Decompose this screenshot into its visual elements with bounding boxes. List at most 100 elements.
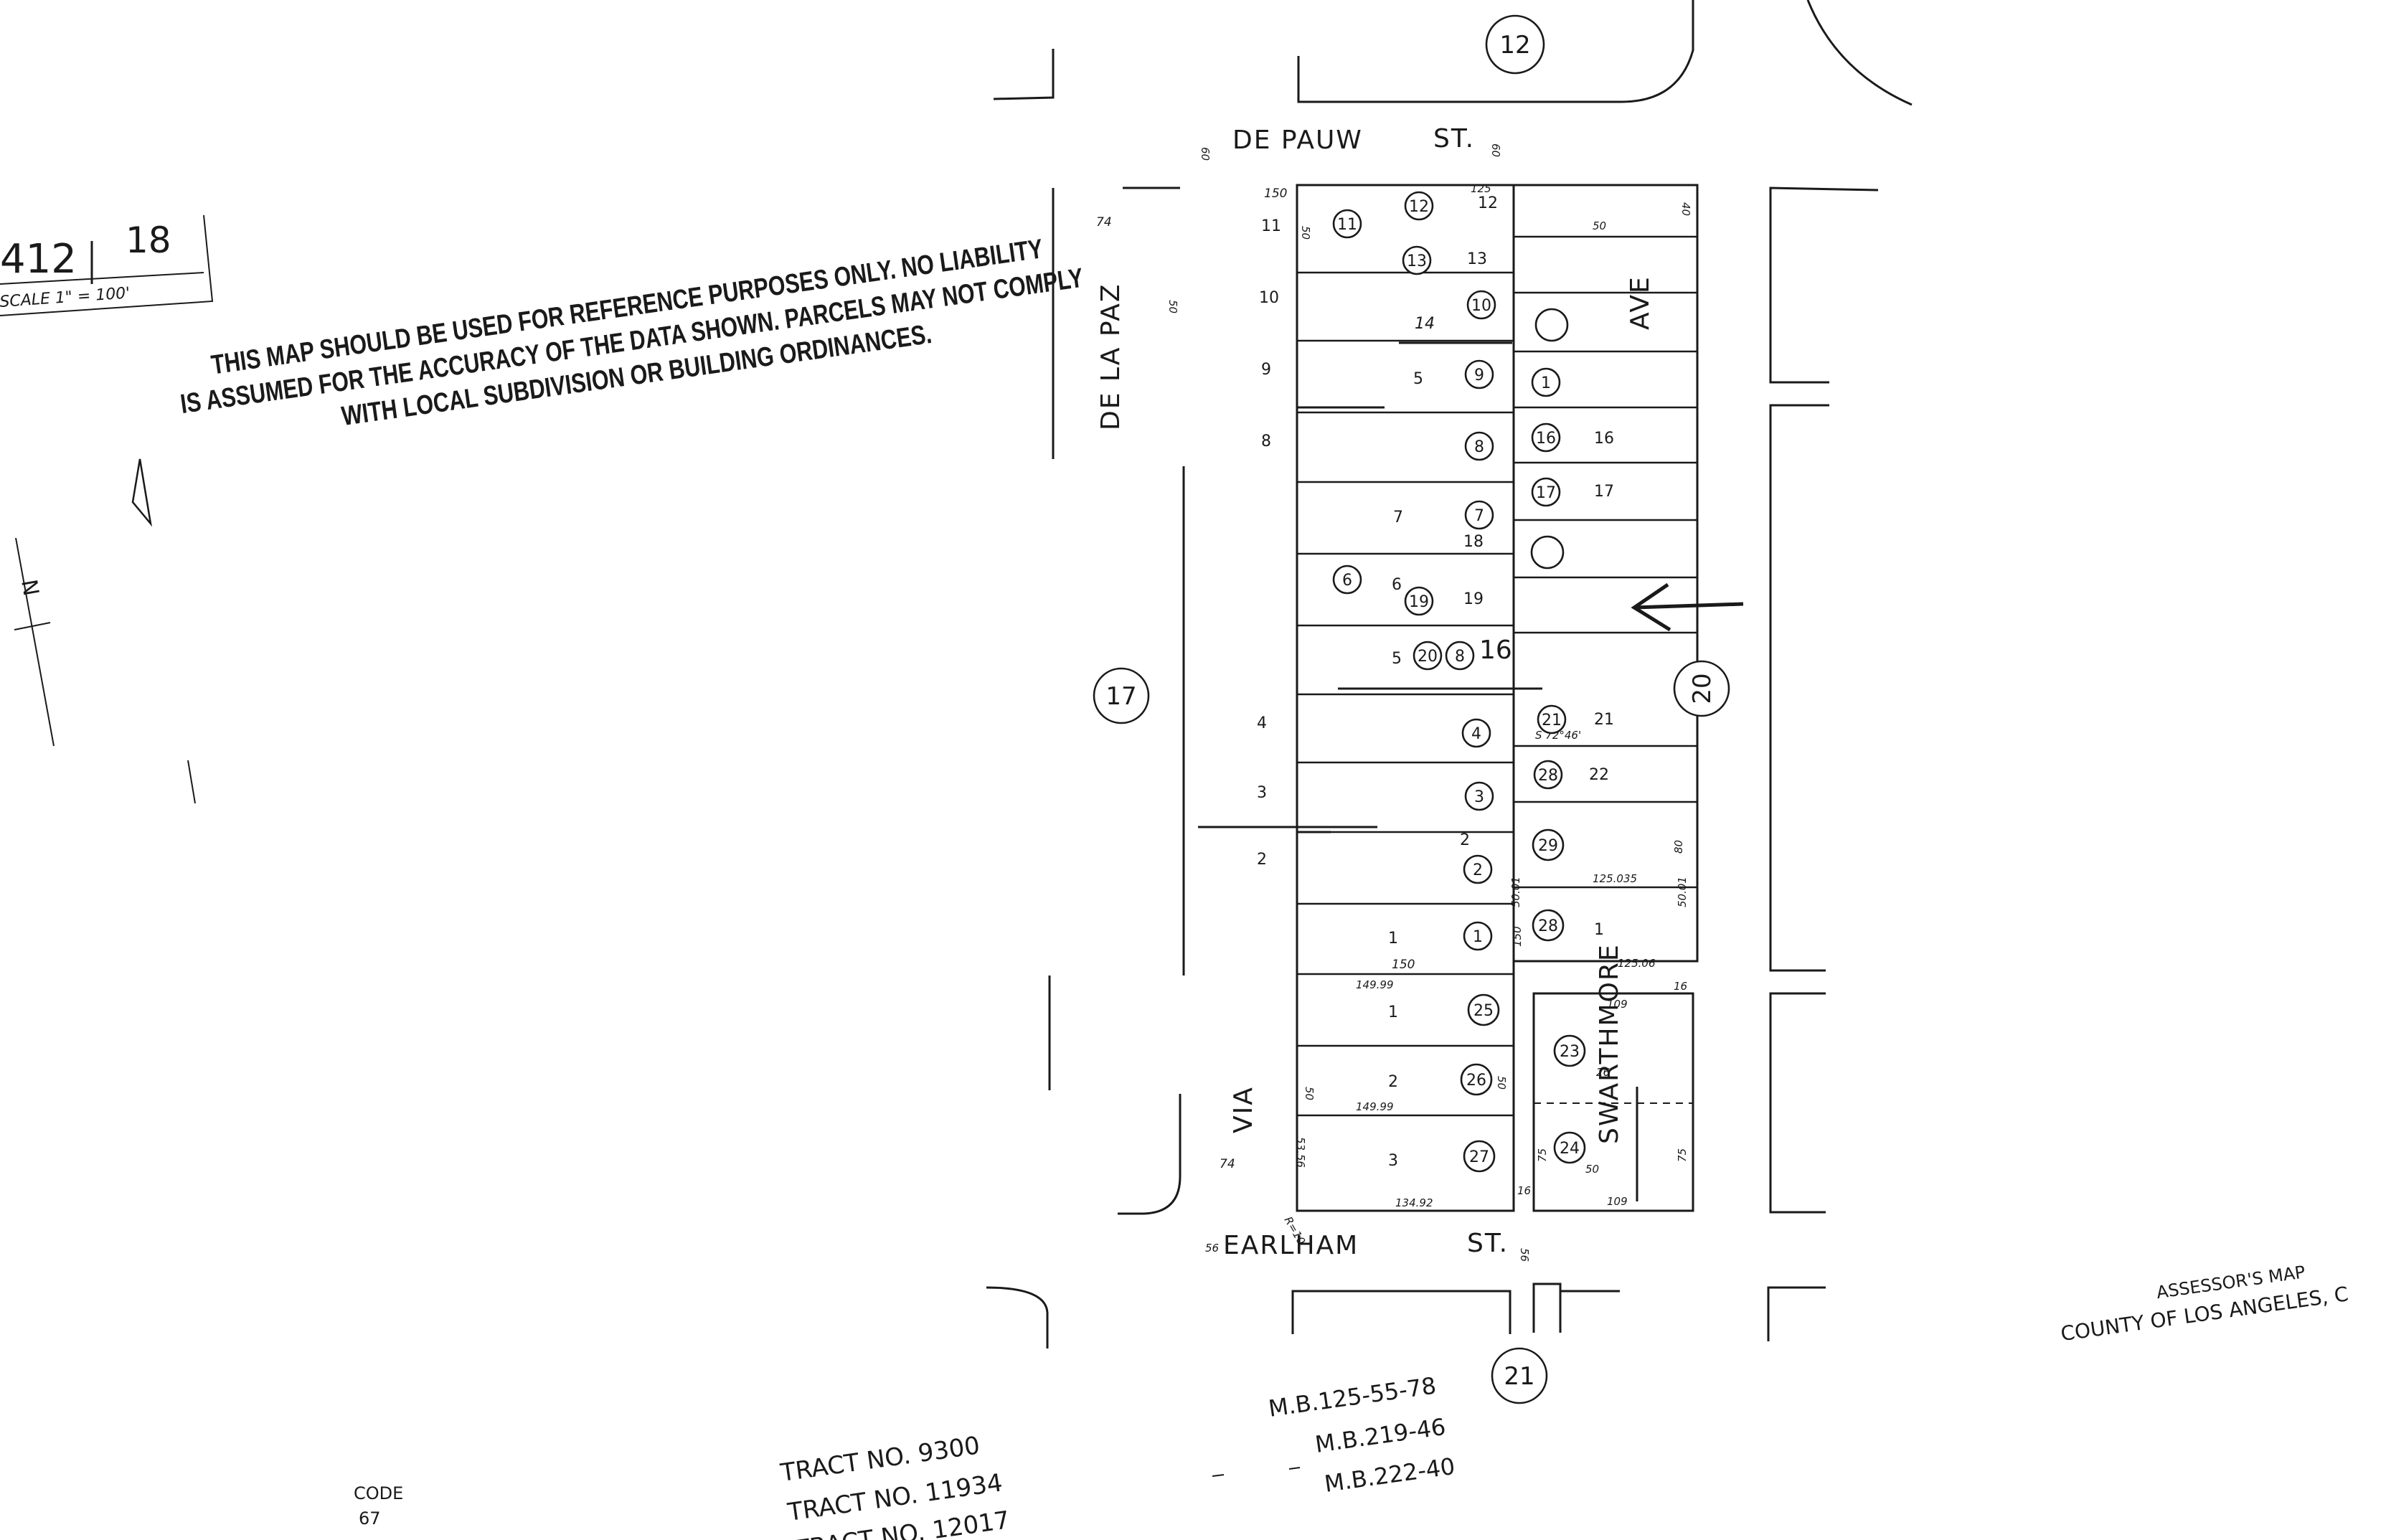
lot-label: 21 <box>1594 711 1614 729</box>
lot-label: 10 <box>1259 289 1279 307</box>
dim-label: 26 <box>1596 1066 1610 1079</box>
earlham-south-edge-a <box>1291 1290 1512 1334</box>
dim-label: 50 <box>1303 1087 1316 1100</box>
page-ref-west: 17 <box>1093 667 1150 724</box>
dim-label: 149.99 <box>1356 1100 1394 1113</box>
map-book-ref-3: M.B.222-40 <box>1323 1452 1457 1498</box>
west-lot-numbers: 11 10 9 8 4 3 2 150 74 50 <box>1096 186 1287 869</box>
dim-label: 74 <box>1220 1157 1235 1171</box>
street-de-la-paz: DE LA PAZ <box>1096 283 1126 430</box>
svg-text:9: 9 <box>1474 367 1484 384</box>
svg-text:7: 7 <box>1474 507 1484 525</box>
parcel-marker: 2 <box>1463 854 1493 884</box>
lot-label: 2 <box>1460 831 1470 849</box>
dim-label: 75 <box>1676 1148 1689 1162</box>
lot-label: 8 <box>1261 433 1271 450</box>
svg-text:17: 17 <box>1105 682 1136 711</box>
swarthmore-east-edge-top <box>1769 186 1879 384</box>
lot-label: 3 <box>1388 1152 1398 1170</box>
svg-text:17: 17 <box>1536 484 1556 502</box>
parcel-marker: 13 <box>1402 245 1432 275</box>
dim-label: 50 <box>1593 219 1606 232</box>
bottom-tick <box>1288 1467 1301 1470</box>
lot-label: 19 <box>1463 590 1484 608</box>
parcel-marker: 16 <box>1531 422 1561 453</box>
lot-label: 5 <box>1413 370 1423 388</box>
lot-label: 13 <box>1467 250 1487 268</box>
dim-label: 109 <box>1607 998 1628 1011</box>
map-page-sub: 18 <box>126 219 171 261</box>
map-page-number: 412 <box>0 236 77 283</box>
block-a: 12 13 14 5 7 18 6 19 5 16 2 1 1 2 3 <box>1296 184 1515 1212</box>
street-labels: DE PAUW ST. 60 60 EARLHAM ST. 56 56 DE L… <box>1096 124 1655 1262</box>
parcel-marker: 3 <box>1464 781 1494 811</box>
svg-text:19: 19 <box>1409 593 1429 611</box>
dim-label: 16 <box>1517 1184 1531 1197</box>
north-arrow-head <box>131 458 152 527</box>
map-book-ref-1: M.B.125-55-78 <box>1267 1372 1438 1422</box>
lot-label: 9 <box>1261 361 1271 379</box>
svg-text:28: 28 <box>1538 917 1558 935</box>
svg-text:11: 11 <box>1337 216 1357 234</box>
dim-label: 125.06 <box>1618 957 1656 970</box>
block-b: 16 17 21 22 1 <box>1512 184 1699 963</box>
lot-label: 1 <box>1594 921 1604 939</box>
dim-label: 134.92 <box>1395 1196 1433 1209</box>
dim-label: 16 <box>1674 980 1687 993</box>
svg-text:20: 20 <box>1418 648 1438 666</box>
svg-text:29: 29 <box>1538 837 1558 855</box>
parcel-marker: 17 <box>1531 477 1561 507</box>
lot-label: 14 <box>1415 315 1435 333</box>
header-rule <box>0 272 204 285</box>
svg-text:27: 27 <box>1469 1148 1489 1166</box>
code-label: CODE <box>354 1483 403 1503</box>
north-arrow-cross <box>14 622 51 630</box>
svg-text:26: 26 <box>1466 1072 1486 1090</box>
lot-label: 18 <box>1463 533 1484 551</box>
lot-label: 5 <box>1392 650 1402 668</box>
code-value: 67 <box>359 1508 381 1529</box>
earlham-width-w: 56 <box>1205 1242 1219 1255</box>
header-box <box>0 214 214 316</box>
parcel-marker: 1 <box>1531 367 1561 397</box>
lot-label: 3 <box>1257 784 1267 802</box>
svg-text:6: 6 <box>1342 572 1352 590</box>
lot-label: 17 <box>1594 483 1614 501</box>
dim-label: 53.56 <box>1294 1137 1307 1168</box>
block-a-lot-lines <box>1297 271 1514 1117</box>
street-via: VIA <box>1229 1086 1258 1133</box>
dim-label: 50 <box>1585 1163 1599 1176</box>
dim-label: 75 <box>1536 1148 1549 1162</box>
block-c <box>1532 992 1694 1212</box>
svg-text:4: 4 <box>1471 725 1481 743</box>
lot-label: 2 <box>1388 1073 1398 1091</box>
page-ref-east: 20 <box>1673 660 1730 717</box>
lot-label: 16 <box>1594 430 1614 448</box>
lot-label: 7 <box>1393 509 1403 526</box>
dim-label: 50.01 <box>1509 877 1522 907</box>
svg-text:10: 10 <box>1471 297 1491 315</box>
dim-label: 50 <box>1495 1076 1508 1090</box>
bottom-tick <box>1212 1474 1225 1477</box>
parcel-marker: 4 <box>1461 718 1491 748</box>
lot-label: 16 <box>1479 636 1512 665</box>
lot-label: 6 <box>1392 576 1402 594</box>
block-b-outline <box>1512 184 1699 963</box>
pointer-arrow <box>1631 582 1744 632</box>
block-b-parcels: 1 16 17 21 28 29 28 23 24 <box>1530 308 1586 1164</box>
svg-text:2: 2 <box>1473 861 1483 879</box>
parcel-marker: 20 <box>1413 641 1443 671</box>
depauw-width-e: 60 <box>1489 143 1502 157</box>
svg-text:28: 28 <box>1538 767 1558 785</box>
parcel-marker: 1 <box>1463 921 1493 951</box>
street-swarthmore: SWARTHMORE <box>1595 943 1624 1144</box>
svg-text:21: 21 <box>1542 712 1562 729</box>
lot-label: 22 <box>1589 766 1609 784</box>
parcel-marker: 23 <box>1553 1034 1586 1067</box>
svg-text:12: 12 <box>1499 31 1530 60</box>
parcel-marker: 8 <box>1445 641 1475 671</box>
parcel-marker: 8 <box>1464 431 1494 461</box>
lot-label: 2 <box>1257 851 1267 869</box>
earlham-south-notch <box>1532 1282 1562 1333</box>
disclaimer: THIS MAP SHOULD BE USED FOR REFERENCE PU… <box>179 234 1085 432</box>
